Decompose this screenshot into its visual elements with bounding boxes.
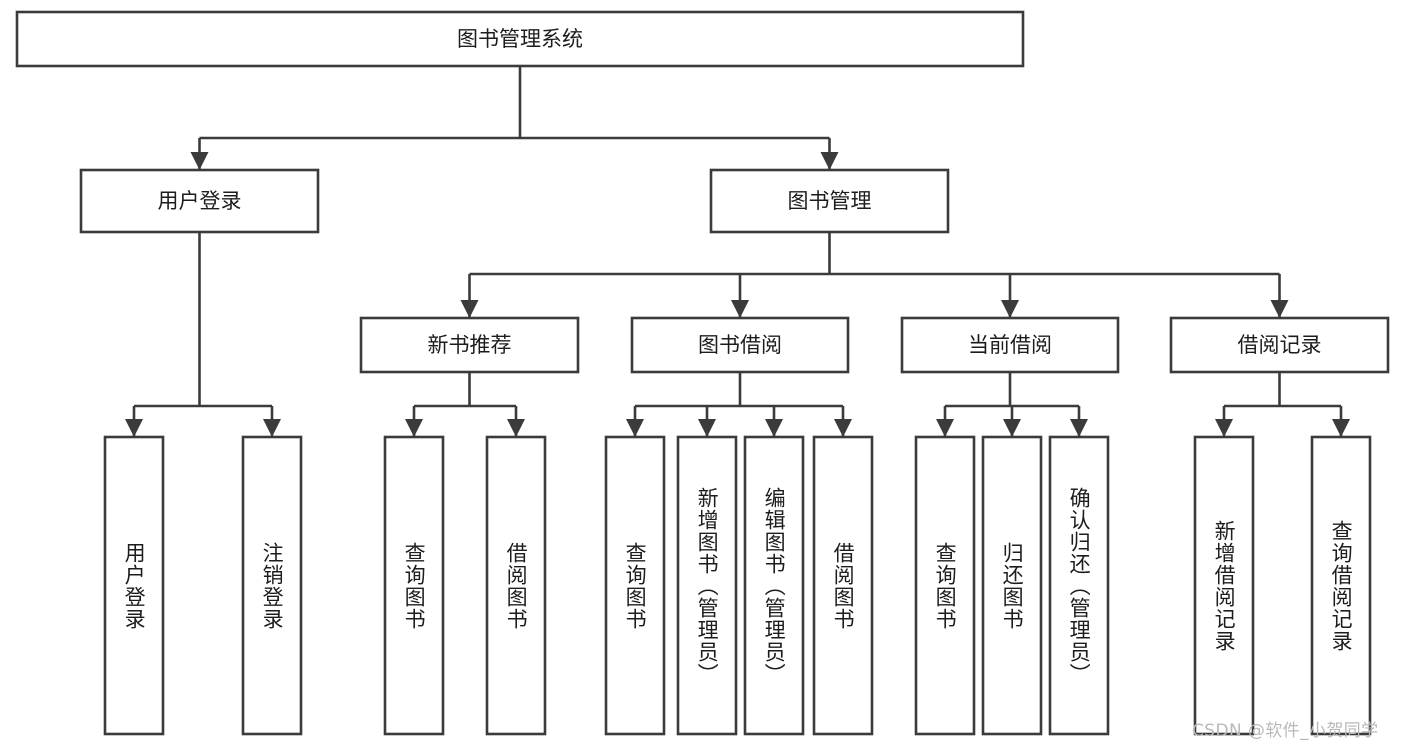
watermark-text: CSDN @软件_小贺同学 [1192,721,1379,741]
book-borrow-arrow-2 [765,419,783,437]
node-box-leaf-confirm-return-admin[interactable] [1048,435,1110,736]
borrow-record-arrow-1 [1332,419,1350,437]
node-box-root[interactable] [15,10,1025,68]
node-label-user-login: 用户登录 [158,189,242,213]
current-borrow-arrow-2 [1070,419,1088,437]
node-box-leaf-query-book-rec[interactable] [383,435,445,736]
node-box-leaf-return-book[interactable] [981,435,1043,736]
node-label-current-borrow: 当前借阅 [968,333,1052,357]
node-box-book-borrow[interactable] [630,316,850,374]
user-login-arrow-0 [125,419,143,437]
new-book-recommend-arrow-0 [405,419,423,437]
node-label-root: 图书管理系统 [457,27,583,51]
current-borrow-arrow-0 [936,419,954,437]
node-box-new-book-recommend[interactable] [359,316,580,374]
borrow-record-arrow-0 [1215,419,1233,437]
node-label-book-borrow: 图书借阅 [698,333,782,357]
node-box-leaf-query-book-current[interactable] [914,435,976,736]
node-label-new-book-recommend: 新书推荐 [428,333,512,357]
node-box-leaf-query-book-borrow[interactable] [604,435,666,736]
node-box-leaf-user-logout[interactable] [241,435,303,736]
book-manage-arrow-2 [1001,300,1019,318]
node-box-leaf-borrow-book-rec[interactable] [485,435,547,736]
node-box-leaf-add-borrow-record[interactable] [1193,435,1255,736]
node-box-leaf-user-login[interactable] [103,435,165,736]
node-label-borrow-record: 借阅记录 [1238,333,1322,357]
node-box-leaf-add-book-admin[interactable] [676,435,738,736]
node-box-current-borrow[interactable] [900,316,1120,374]
book-borrow-arrow-3 [834,419,852,437]
node-box-borrow-record[interactable] [1169,316,1390,374]
book-borrow-arrow-0 [626,419,644,437]
user-login-arrow-1 [263,419,281,437]
node-box-leaf-edit-book-admin[interactable] [743,435,805,736]
connectors-layer [125,66,1350,437]
book-borrow-arrow-1 [698,419,716,437]
book-manage-arrow-1 [731,300,749,318]
node-box-book-manage[interactable] [709,168,950,234]
boxes-layer [15,10,1390,736]
new-book-recommend-arrow-1 [507,419,525,437]
root-arrow-1 [820,152,839,170]
node-label-book-manage: 图书管理 [788,189,872,213]
book-manage-arrow-3 [1270,300,1289,318]
node-box-leaf-borrow-book[interactable] [812,435,874,736]
book-manage-arrow-0 [460,300,479,318]
node-box-leaf-query-borrow-record[interactable] [1310,435,1372,736]
root-arrow-0 [190,152,209,170]
current-borrow-arrow-1 [1003,419,1021,437]
node-box-user-login[interactable] [79,168,320,234]
